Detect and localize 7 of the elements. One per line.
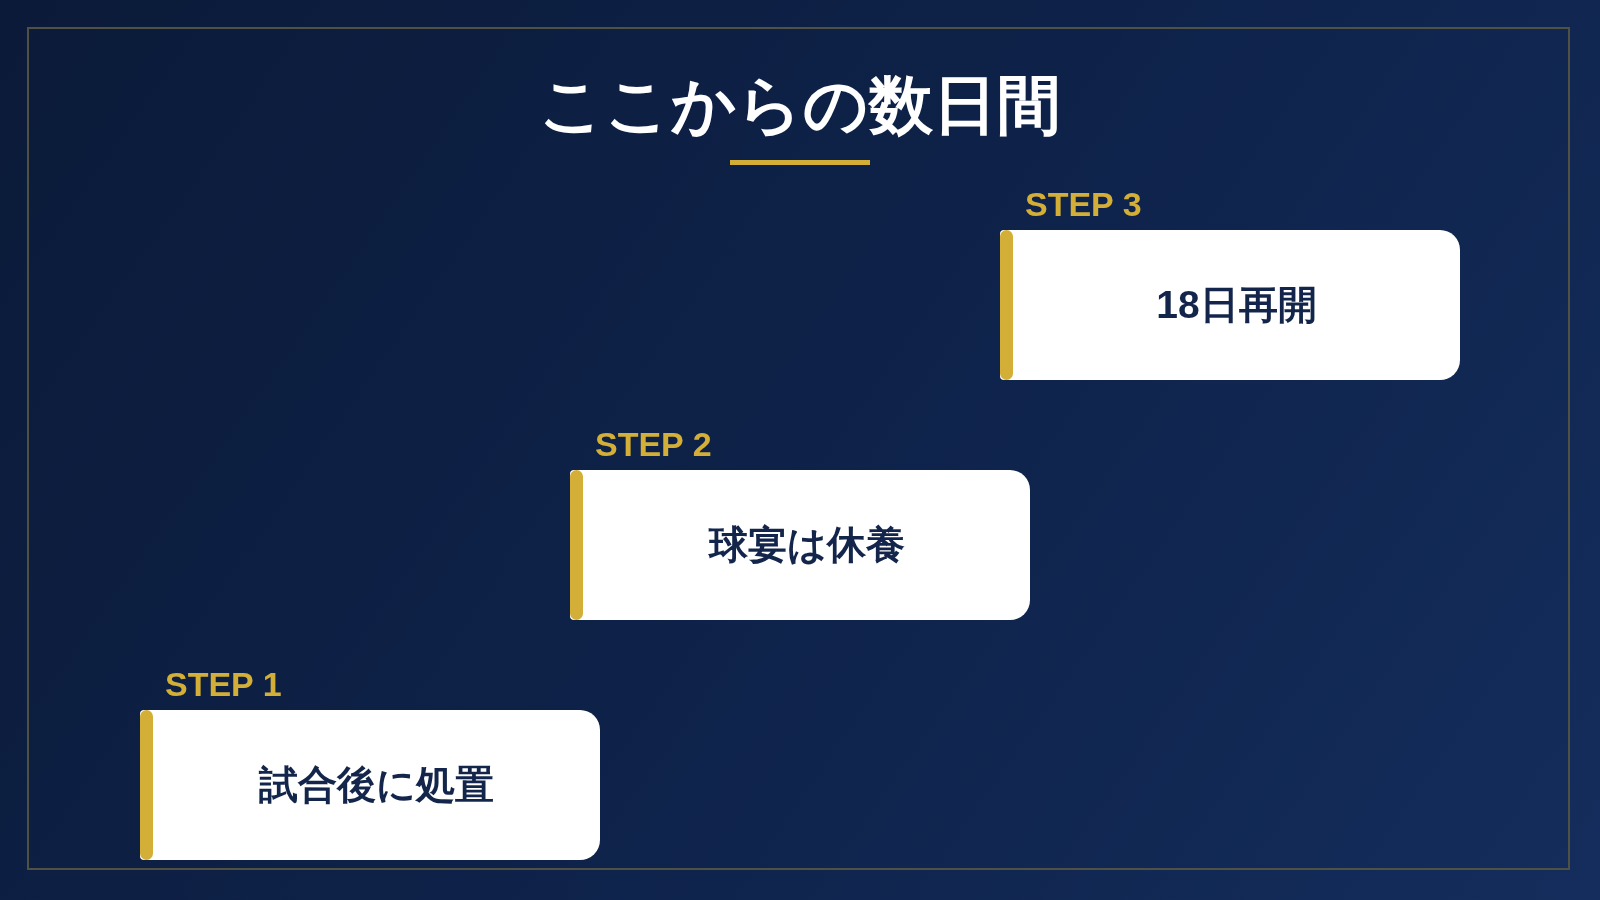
step-text: 球宴は休養 [708,522,905,568]
step-label: STEP 3 [1025,184,1142,224]
step-text: 18日再開 [1156,282,1317,328]
step-label: STEP 1 [165,664,282,704]
step-text: 試合後に処置 [259,762,494,808]
title: ここからの数日間 [539,68,1061,143]
step-label: STEP 2 [595,424,712,464]
